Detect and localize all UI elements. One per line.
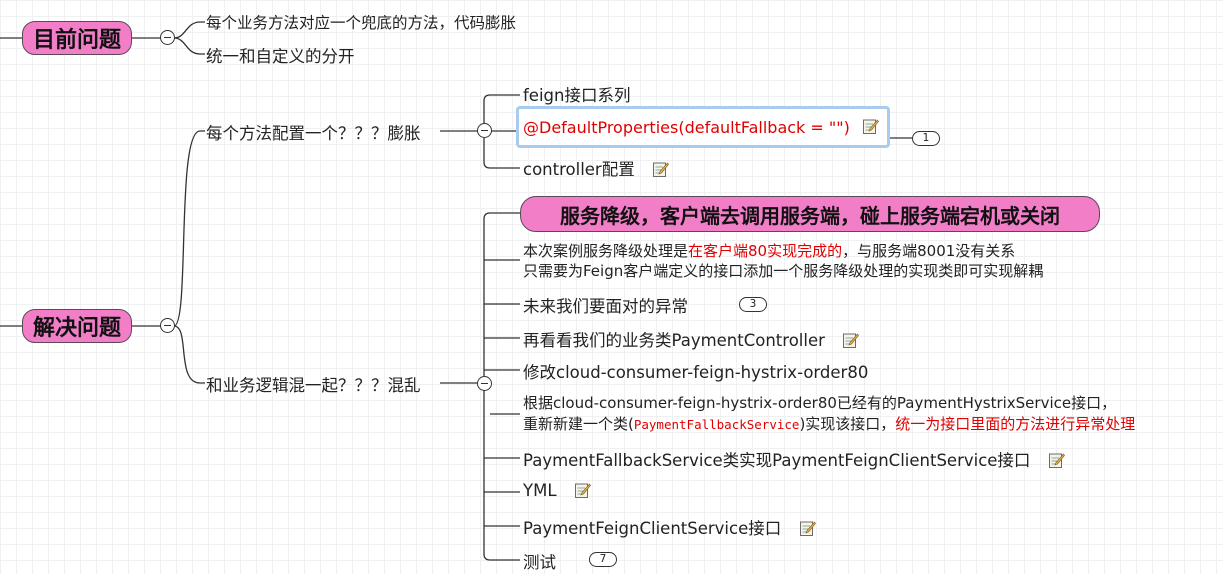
branch-per-method-config[interactable]: 每个方法配置一个？？？膨胀	[206, 124, 421, 143]
node-fallback-implements-label: PaymentFallbackService类实现PaymentFeignCli…	[523, 451, 1031, 470]
node-payment-controller[interactable]: 再看看我们的业务类PaymentController	[523, 327, 860, 351]
node-future-exceptions[interactable]: 未来我们要面对的异常	[523, 297, 688, 316]
highlight-text: 在客户端80实现完成的	[688, 242, 843, 260]
description-line-2: 只需要为Feign客户端定义的接口添加一个服务降级处理的实现类即可实现解耦	[523, 262, 1044, 280]
note-icon[interactable]	[574, 482, 591, 499]
note-icon[interactable]	[1048, 452, 1065, 469]
create-line-1: 根据cloud-consumer-feign-hystrix-order80已经…	[523, 394, 1117, 412]
collapse-icon[interactable]	[160, 30, 175, 45]
node-yml-label: YML	[523, 481, 557, 500]
node-feign-client-interface-label: PaymentFeignClientService接口	[523, 519, 782, 538]
node-badge-count[interactable]: 7	[589, 552, 617, 567]
node-controller-config-label: controller配置	[523, 160, 635, 179]
node-badge-count[interactable]: 1	[912, 131, 940, 146]
collapse-icon[interactable]	[160, 318, 175, 333]
collapse-icon[interactable]	[477, 123, 492, 138]
node-badge-count[interactable]: 3	[739, 297, 767, 312]
node-default-properties[interactable]: @DefaultProperties(defaultFallback = "")	[516, 106, 890, 148]
topic-solve-problem-label: 解决问题	[32, 316, 121, 341]
note-icon[interactable]	[652, 161, 669, 178]
topic-current-problem[interactable]: 目前问题	[22, 21, 132, 55]
class-name-code: PaymentFallbackService	[633, 417, 800, 432]
topic-current-problem-label: 目前问题	[32, 28, 121, 53]
topic-service-degradation[interactable]: 服务降级，客户端去调用服务端，碰上服务端宕机或关闭	[520, 196, 1100, 232]
node-fallback-implements[interactable]: PaymentFallbackService类实现PaymentFeignCli…	[523, 447, 1065, 471]
node-modify-order80[interactable]: 修改cloud-consumer-feign-hystrix-order80	[523, 363, 869, 382]
node-yml[interactable]: YML	[523, 481, 591, 500]
node-feign-interface-series[interactable]: feign接口系列	[523, 86, 631, 105]
problem-item-separate[interactable]: 统一和自定义的分开	[206, 47, 355, 66]
note-icon[interactable]	[799, 520, 816, 537]
note-icon[interactable]	[842, 332, 860, 349]
topic-solve-problem[interactable]: 解决问题	[22, 309, 132, 343]
node-payment-controller-label: 再看看我们的业务类PaymentController	[523, 331, 825, 350]
topic-service-degradation-label: 服务降级，客户端去调用服务端，碰上服务端宕机或关闭	[560, 203, 1060, 228]
node-test[interactable]: 测试	[523, 553, 556, 572]
create-line-2: 重新新建一个类(PaymentFallbackService)实现该接口，统一为…	[523, 415, 1136, 433]
note-icon[interactable]	[862, 118, 879, 135]
node-controller-config[interactable]: controller配置	[523, 156, 669, 180]
description-line-1: 本次案例服务降级处理是在客户端80实现完成的，与服务端8001没有关系	[523, 242, 1016, 260]
node-degradation-description[interactable]: 本次案例服务降级处理是在客户端80实现完成的，与服务端8001没有关系 只需要为…	[523, 241, 1043, 281]
problem-item-code-bloat[interactable]: 每个业务方法对应一个兜底的方法，代码膨胀	[206, 14, 517, 32]
node-create-fallback-class[interactable]: 根据cloud-consumer-feign-hystrix-order80已经…	[523, 393, 1135, 435]
highlight-text: 统一为接口里面的方法进行异常处理	[895, 415, 1136, 433]
node-feign-client-interface[interactable]: PaymentFeignClientService接口	[523, 515, 816, 539]
branch-mixed-with-business[interactable]: 和业务逻辑混一起？？？混乱	[206, 376, 421, 395]
node-default-properties-label: @DefaultProperties(defaultFallback = "")	[523, 117, 850, 137]
collapse-icon[interactable]	[477, 376, 492, 391]
